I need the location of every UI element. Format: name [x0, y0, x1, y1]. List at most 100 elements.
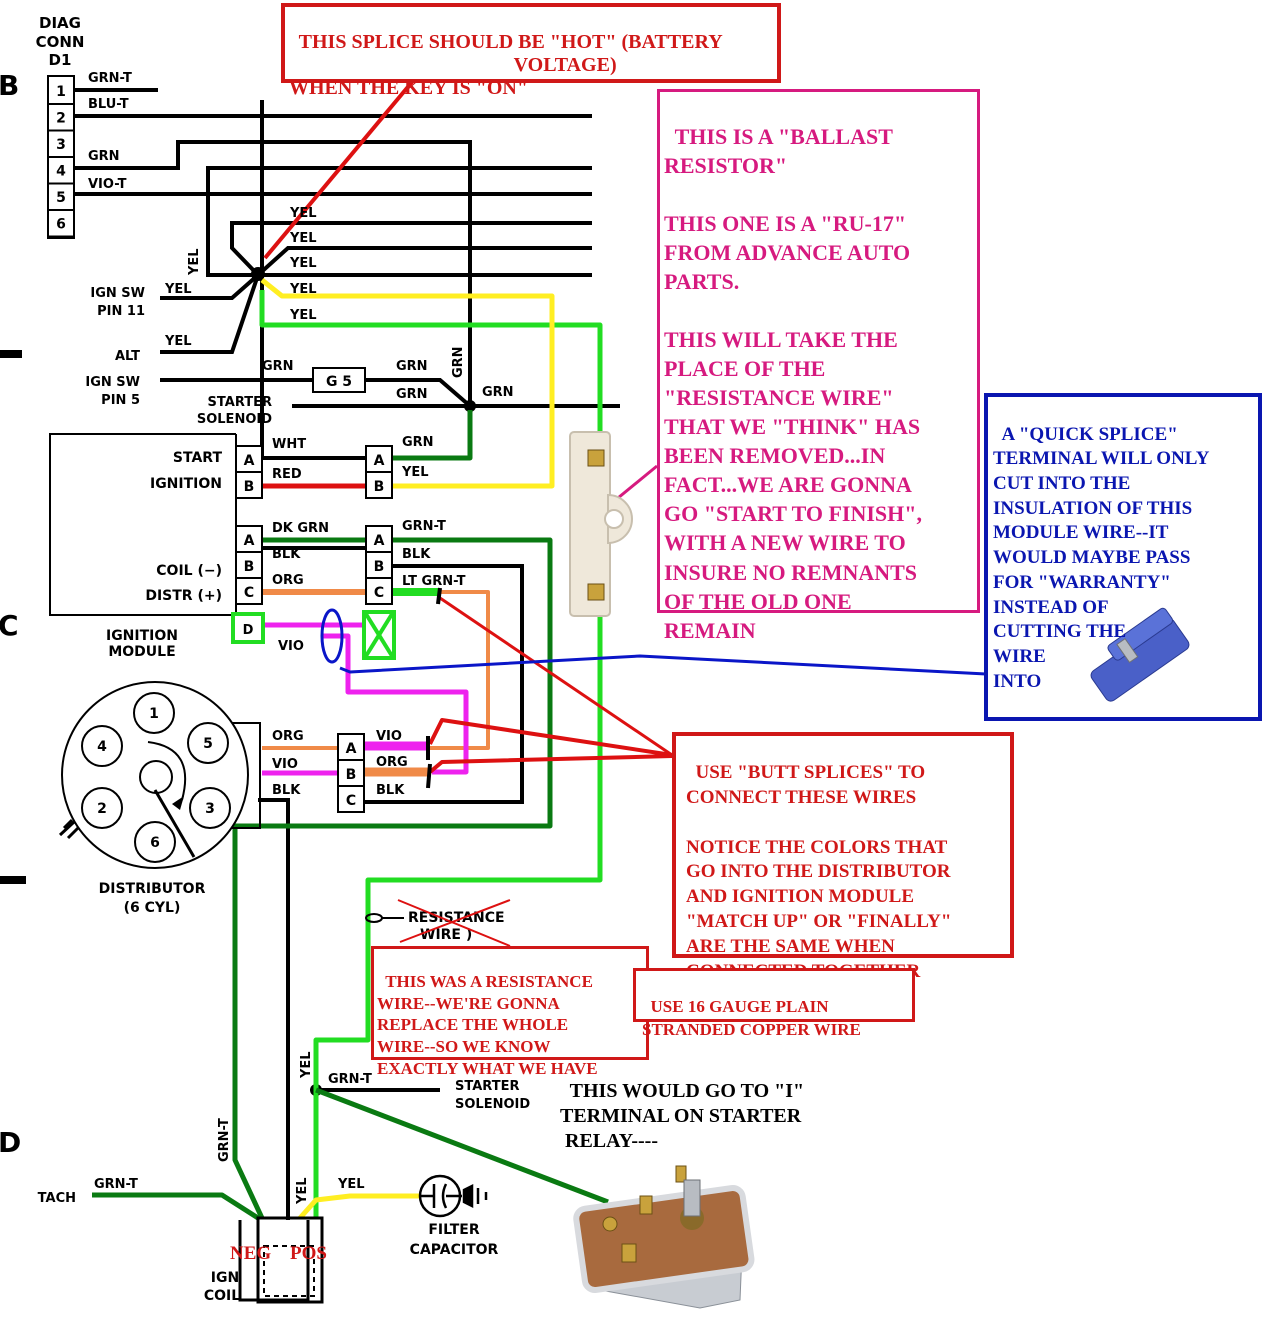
- distributor-pin-label: A: [346, 741, 357, 757]
- note-gauge: USE 16 GAUGE PLAIN STRANDED COPPER WIRE: [633, 968, 915, 1039]
- wire-label: GRN: [88, 149, 120, 164]
- cylinder-terminal: [81, 725, 123, 767]
- wire-label: GRN-T: [328, 1072, 372, 1087]
- module-pin: [235, 577, 263, 605]
- cylinder-number: 1: [149, 706, 159, 722]
- diag-pin-label: 1: [56, 84, 66, 100]
- wire-label: YEL: [337, 1177, 365, 1192]
- module-pin: [235, 551, 263, 579]
- wire-label: GRN: [262, 359, 294, 374]
- wire-label: YEL: [289, 282, 317, 297]
- ignition-coil-section: YEL GRN-T GRN-T STARTER SOLENOID TACH GR…: [38, 1051, 531, 1304]
- start-label: START: [173, 450, 223, 466]
- diag-conn-title: DIAG: [39, 14, 81, 32]
- distr-pos-label: DISTR (+): [145, 588, 222, 604]
- wire-label: YEL: [289, 206, 317, 221]
- fuse-link-g5: [312, 367, 366, 393]
- terminal-label: IGN SW: [90, 286, 145, 301]
- wire-label: BLK: [272, 547, 301, 562]
- note-starter-relay-text: THIS WOULD GO TO "I" TERMINAL ON STARTER…: [560, 1080, 805, 1152]
- wire-label: YEL: [164, 282, 192, 297]
- note-ballast-resistor: THIS IS A "BALLAST RESISTOR" THIS ONE IS…: [657, 89, 980, 643]
- module-pin-label: C: [244, 585, 254, 601]
- wire-label: LT GRN-T: [402, 574, 466, 589]
- wire-label: YEL: [295, 1177, 310, 1205]
- cut-wire-mark: [362, 610, 396, 660]
- filter-capacitor-label: FILTER: [428, 1222, 479, 1238]
- zone-marker-c: C: [0, 609, 19, 642]
- distributor-name: (6 CYL): [124, 900, 181, 916]
- note-ballast-resistor-text: THIS IS A "BALLAST RESISTOR" THIS ONE IS…: [664, 124, 922, 643]
- pin-d-highlight: [231, 612, 265, 644]
- module-pin-label: A: [244, 453, 255, 469]
- note-gauge-text: USE 16 GAUGE PLAIN STRANDED COPPER WIRE: [642, 996, 861, 1039]
- pos-terminal-label: POS: [290, 1243, 327, 1264]
- wire-label: DK GRN: [272, 521, 329, 536]
- diag-conn-title: D1: [49, 51, 72, 69]
- wire-label: GRN: [396, 387, 428, 402]
- wire-label: WHT: [272, 437, 306, 452]
- wire-label: VIO-T: [88, 177, 127, 192]
- wire-label: GRN-T: [217, 1118, 232, 1162]
- cylinder-number: 6: [150, 835, 160, 851]
- wire-label: YEL: [289, 231, 317, 246]
- note-starter-relay: THIS WOULD GO TO "I" TERMINAL ON STARTER…: [560, 1054, 860, 1154]
- harness-pin-label: B: [374, 559, 385, 575]
- cylinder-number: 3: [205, 801, 215, 817]
- distributor-pin: [337, 785, 365, 813]
- module-pin-label: A: [244, 533, 255, 549]
- diag-conn-title: CONN: [36, 33, 85, 51]
- ignition-label: IGNITION: [150, 476, 222, 492]
- cylinder-terminal: [81, 787, 123, 829]
- ign-coil-label: COIL: [204, 1288, 240, 1304]
- splice-dot: [464, 400, 476, 412]
- cylinder-terminal: [187, 722, 229, 764]
- note-quick-splice-text: A "QUICK SPLICE" TERMINAL WILL ONLY CUT …: [993, 423, 1210, 692]
- diag-pin-label: 5: [56, 190, 66, 206]
- wire-label: GRN: [402, 435, 434, 450]
- ignition-module: START IGNITION COIL (−) DISTR (+) IGNITI…: [49, 433, 466, 660]
- wire-label: GRN: [482, 385, 514, 400]
- diag-pin-label: 2: [56, 111, 66, 127]
- wire-label: YEL: [187, 248, 202, 276]
- distributor-pin-label: C: [346, 793, 356, 809]
- zone-divider: [0, 350, 22, 358]
- note-resistance-was-text: THIS WAS A RESISTANCE WIRE--WE'RE GONNA …: [377, 971, 598, 1078]
- wire-label: YEL: [289, 256, 317, 271]
- pin-d-label: D: [243, 623, 254, 638]
- module-pin: [235, 525, 263, 553]
- note-butt-splices-text: USE "BUTT SPLICES" TO CONNECT THESE WIRE…: [686, 761, 952, 982]
- cylinder-terminal: [133, 692, 175, 734]
- cylinder-terminal: [134, 821, 176, 863]
- wire-label: GRN-T: [402, 519, 446, 534]
- terminal-label: STARTER: [455, 1079, 519, 1094]
- wire-label: BLK: [376, 783, 405, 798]
- terminal-label: STARTER: [208, 395, 272, 410]
- cylinder-number: 4: [97, 739, 107, 755]
- diag-pin-label: 6: [56, 217, 66, 233]
- module-pin-label: B: [244, 559, 255, 575]
- module-name: IGNITION: [106, 628, 178, 644]
- wire-label: BLK: [272, 783, 301, 798]
- wire-label: BLK: [402, 547, 431, 562]
- note-quick-splice: A "QUICK SPLICE" TERMINAL WILL ONLY CUT …: [984, 393, 1262, 721]
- zone-marker-b: B: [0, 69, 19, 102]
- harness-pin-label: C: [374, 585, 384, 601]
- harness-pin-label: A: [374, 453, 385, 469]
- ign-coil-label: IGN: [211, 1270, 239, 1286]
- terminal-label: SOLENOID: [197, 412, 272, 427]
- harness-pin: [365, 551, 393, 579]
- wire-label: GRN-T: [88, 71, 132, 86]
- module-pin-label: B: [244, 479, 255, 495]
- cylinder-terminal: [189, 787, 231, 829]
- wire-label: YEL: [289, 308, 317, 323]
- terminal-label: PIN 11: [97, 304, 145, 319]
- wire-label: YEL: [299, 1051, 314, 1079]
- diag-pin-label: 3: [56, 137, 66, 153]
- harness-pin: [365, 525, 393, 553]
- note-splice-hot-text: THIS SPLICE SHOULD BE "HOT" (BATTERY VOL…: [289, 31, 723, 99]
- harness-pin-label: B: [374, 479, 385, 495]
- harness-labels: GRN-T BLU-T GRN VIO-T YEL YEL YEL YEL YE…: [85, 71, 513, 427]
- main-splice-dot: [251, 267, 265, 281]
